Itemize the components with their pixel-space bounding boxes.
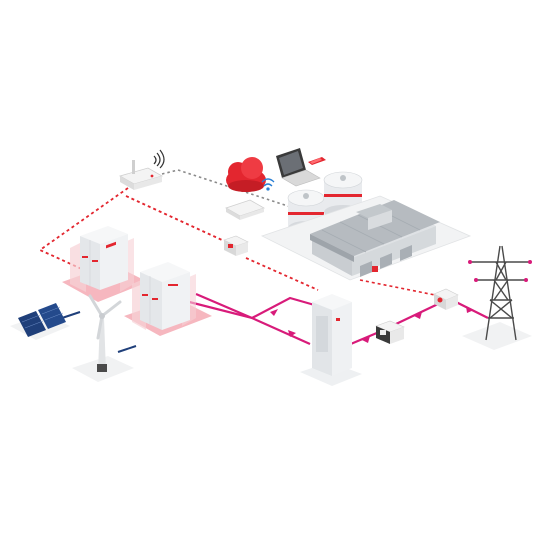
monitoring-device-icon <box>223 235 249 256</box>
battery-storage-icon <box>124 262 212 336</box>
power-line-cabinet-to-distribution <box>195 292 253 320</box>
power-arrow-1 <box>270 309 278 316</box>
wifi-icon <box>261 178 275 191</box>
power-arrow-4 <box>414 312 422 319</box>
power-line-wind <box>117 345 137 353</box>
comm-line-cabinet-to-logger <box>125 195 223 241</box>
power-line-meter-to-grid-meter <box>395 303 439 325</box>
power-line-cabinets-to-distribution <box>149 290 319 320</box>
communication-lines <box>38 169 441 297</box>
transmission-tower-icon <box>462 245 532 350</box>
meter-icon <box>375 320 405 344</box>
power-lines <box>61 290 489 353</box>
power-line-lower <box>251 316 311 346</box>
cloud-icon <box>226 157 266 192</box>
meter-icon <box>433 288 459 310</box>
comm-line-site-to-grid <box>359 279 441 297</box>
power-arrow-2 <box>288 330 296 337</box>
laptop-icon <box>276 148 321 187</box>
battery-storage-icon <box>62 226 148 302</box>
power-line-solar <box>61 311 81 319</box>
wifi-icon <box>153 149 165 169</box>
switchgear-icon <box>300 294 362 386</box>
power-arrow-3 <box>362 336 370 343</box>
power-arrow-5 <box>466 306 474 313</box>
factory-icon <box>260 195 472 281</box>
comm-line-router-to-cabinet <box>38 187 129 271</box>
smartphone-icon <box>308 157 326 165</box>
router-icon <box>225 199 265 220</box>
solar-panel-icon <box>10 303 70 340</box>
wind-turbine-icon <box>72 294 134 382</box>
comm-line-logger-to-meter <box>245 257 319 291</box>
router-icon <box>118 160 164 190</box>
